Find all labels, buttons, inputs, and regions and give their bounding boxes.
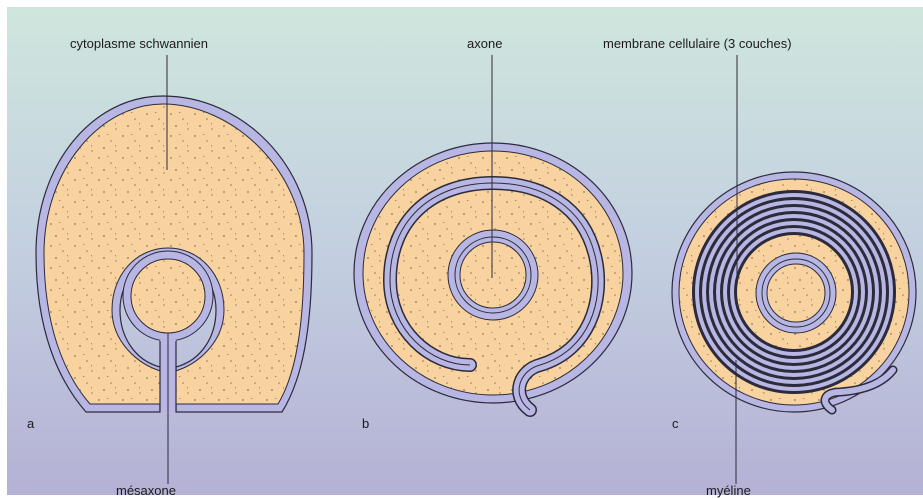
membrane-label: membrane cellulaire (3 couches) <box>603 36 792 51</box>
panel-c-cell <box>672 172 916 412</box>
panel-a-axon-stipple <box>131 259 205 333</box>
axon-label: axone <box>467 36 502 51</box>
mesaxon-label: mésaxone <box>116 483 176 498</box>
panel-c-letter: c <box>672 416 679 431</box>
panel-a-letter: a <box>27 416 34 431</box>
myelin-label: myéline <box>706 483 751 498</box>
panel-b-letter: b <box>362 416 369 431</box>
cytoplasm-label: cytoplasme schwannien <box>70 36 208 51</box>
